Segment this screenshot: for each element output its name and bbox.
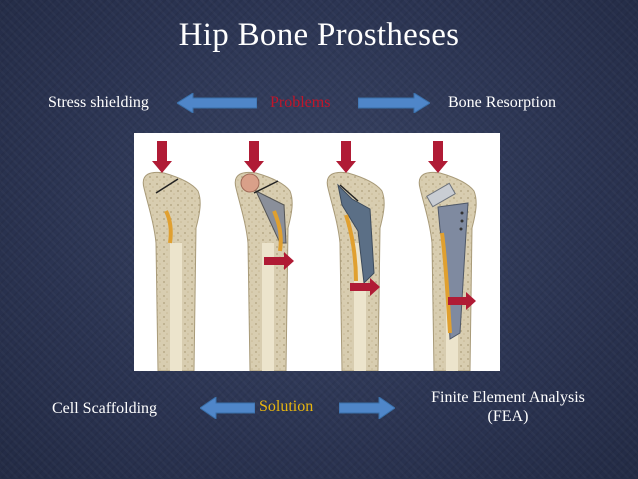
fea-line-1: Finite Element Analysis bbox=[431, 389, 585, 406]
right-arrow-icon bbox=[339, 397, 395, 419]
left-arrow-icon bbox=[200, 397, 255, 419]
problems-label: Problems bbox=[270, 94, 331, 111]
femur-illustration bbox=[142, 141, 477, 371]
bone-resorption-label: Bone Resorption bbox=[448, 94, 556, 111]
left-arrow-icon bbox=[177, 93, 257, 113]
right-arrow-icon bbox=[358, 93, 430, 113]
slide-title: Hip Bone Prostheses bbox=[178, 17, 460, 53]
fea-label: Finite Element Analysis (FEA) bbox=[408, 388, 608, 426]
femur-1 bbox=[142, 141, 201, 371]
cell-scaffolding-label: Cell Scaffolding bbox=[52, 400, 158, 417]
stress-shielding-label: Stress shielding bbox=[48, 94, 149, 111]
femur-prosthesis-figure bbox=[134, 133, 500, 371]
femur-4 bbox=[418, 141, 477, 371]
femur-2 bbox=[234, 141, 294, 371]
femur-3 bbox=[326, 141, 385, 371]
fea-line-2: (FEA) bbox=[487, 408, 529, 425]
solution-label: Solution bbox=[259, 398, 314, 415]
